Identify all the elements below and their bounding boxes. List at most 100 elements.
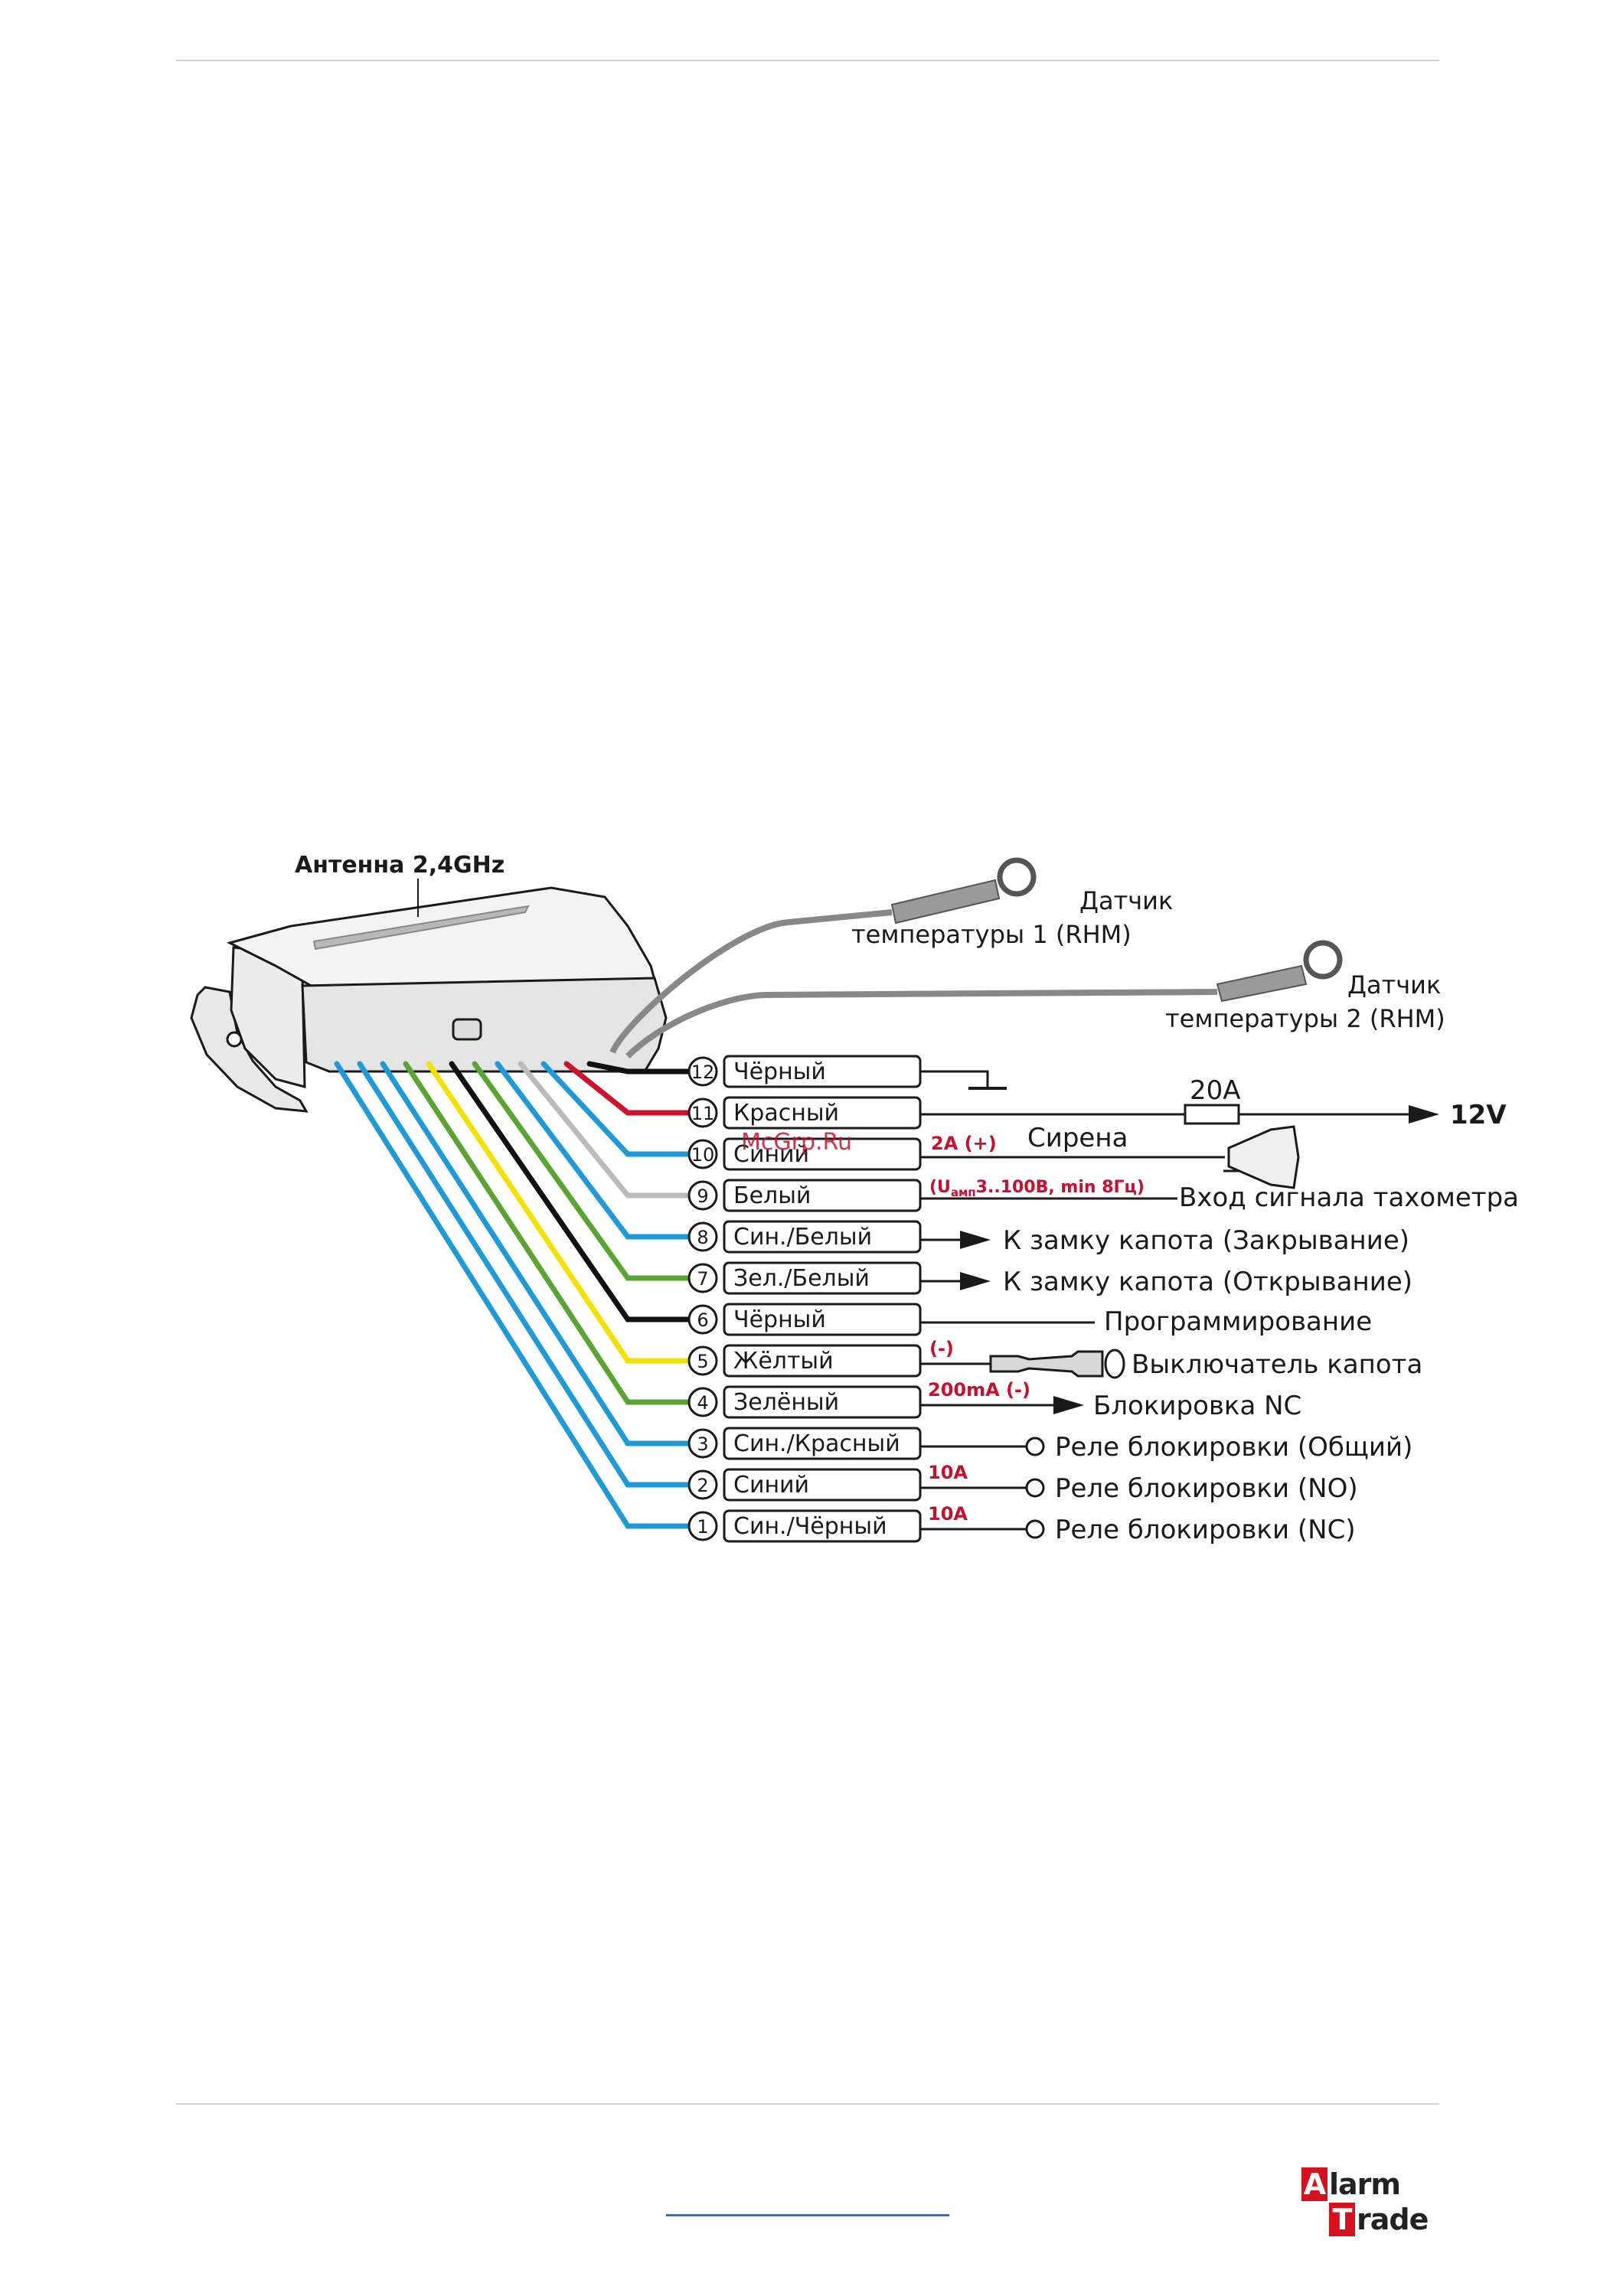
relay-nc-current: 10A [928,1503,968,1525]
temp-sensor-2-label-line2: температуры 2 (RHM) [1165,1004,1445,1033]
wire-number: 6 [697,1309,708,1331]
hood-switch-label: Выключатель капота [1132,1349,1422,1380]
siren-label: Сирена [1027,1123,1128,1153]
wire-label-box [723,1220,922,1254]
fuse-icon [1184,1104,1240,1125]
fuse-rating: 20A [1190,1075,1241,1106]
wire-9 [518,1061,691,1199]
wire-2 [357,1061,691,1488]
hood-open-arrow-icon [960,1272,991,1290]
wire-number-badge [687,1304,718,1335]
antenna-label: Антенна 2,4GHz [295,852,505,879]
wire-label-box [723,1096,922,1130]
wire-label-box [723,1179,922,1212]
siren-current: 2A (+) [931,1133,997,1154]
wire-label: Чёрный [733,1058,826,1085]
wire-label: Белый [733,1182,811,1209]
relay-common-label: Реле блокировки (Общий) [1055,1432,1412,1463]
wire-number: 10 [691,1144,715,1166]
wire-label-box [723,1303,922,1336]
ground-line [920,1070,989,1087]
wire-label-box [723,1427,922,1460]
relay-nc-terminal-icon [1025,1519,1045,1539]
relay-no-current: 10A [928,1462,968,1483]
wire-4 [403,1061,691,1405]
wire-label: Зелёный [733,1389,839,1416]
connections: 20A 12V 2A (+) Сирена (Uамп3..100В, min … [920,1070,1519,1545]
control-unit-top [226,886,656,989]
wire-label-box [723,1385,922,1419]
temperature-sensors: Датчик температуры 1 (RHM) Датчик темпер… [609,857,1445,1058]
wire-number-badge [687,1469,718,1500]
block-nc-label: Блокировка NC [1093,1391,1301,1421]
wire-7 [472,1061,691,1281]
wire-number-badge [687,1056,718,1087]
wire-number-badge [687,1097,718,1128]
relay-common-terminal-icon [1025,1437,1045,1456]
wire-number: 5 [697,1351,708,1372]
temp-sensor-2-label-line1: Датчик [1347,970,1441,1000]
wire-number-badge [687,1139,718,1169]
programming-label: Программирование [1104,1306,1372,1337]
temp-sensor-1-lug [890,879,1001,925]
wire-number-badge [687,1428,718,1459]
wire-number-badge [687,1263,718,1293]
wire-label: Красный [733,1100,839,1127]
footer-link-underline[interactable] [666,2214,949,2216]
hood-switch-cap-icon [1104,1349,1125,1379]
wire-bundle [334,1061,691,1529]
wire-number: 7 [697,1268,708,1290]
wire-number: 8 [697,1227,708,1248]
bottom-rule [176,2103,1439,2105]
wire-number-badge [687,1221,718,1252]
wire-number: 11 [691,1103,715,1124]
wire-11 [563,1061,691,1116]
wire-number: 4 [697,1392,708,1414]
wire-number-badge [687,1345,718,1376]
block-nc-current: 200mA (-) [928,1379,1030,1401]
hood-switch-icon [989,1350,1104,1378]
power-arrow-icon [1409,1105,1439,1124]
wire-label: Син./Красный [733,1430,900,1457]
relay-no-terminal-icon [1025,1478,1045,1498]
temp-sensor-2-cable [625,989,1218,1058]
wire-3 [380,1061,691,1446]
connector-latch [452,1018,482,1041]
temp-sensor-1-label-line1: Датчик [1079,886,1173,915]
temp-sensor-1-ring [997,857,1037,897]
wire-number: 2 [697,1475,708,1496]
wire-6 [449,1061,691,1322]
wire-label-box [723,1344,922,1378]
relay-nc-label: Реле блокировки (NC) [1055,1515,1356,1545]
wire-number: 9 [697,1186,708,1207]
block-nc-arrow-icon [1053,1396,1084,1414]
tacho-label: Вход сигнала тахометра [1179,1182,1519,1213]
wire-label-box [723,1261,922,1295]
hood-close-label: К замку капота (Закрывание) [1003,1225,1409,1256]
wire-label-box [723,1468,922,1502]
temp-sensor-1-cable [609,909,893,1054]
watermark: McGrp.Ru [741,1129,852,1156]
wire-label: Жёлтый [733,1348,834,1375]
wire-label-box [723,1137,922,1171]
wire-label: Синий [733,1141,809,1168]
wire-number: 12 [691,1062,715,1083]
top-rule [176,60,1439,61]
hood-switch-polarity: (-) [929,1338,954,1359]
control-unit-flange [190,986,309,1113]
wire-label: Зел./Белый [733,1265,870,1292]
antenna-strip [312,905,530,951]
wire-label: Чёрный [733,1306,826,1333]
wire-1 [334,1061,691,1529]
temp-sensor-1-label-line2: температуры 1 (RHM) [851,920,1132,949]
wire-12 [586,1061,691,1075]
wire-number-badge [687,1511,718,1541]
relay-no-label: Реле блокировки (NO) [1055,1473,1358,1504]
hood-close-arrow-icon [960,1231,991,1249]
wire-number: 1 [697,1516,708,1538]
